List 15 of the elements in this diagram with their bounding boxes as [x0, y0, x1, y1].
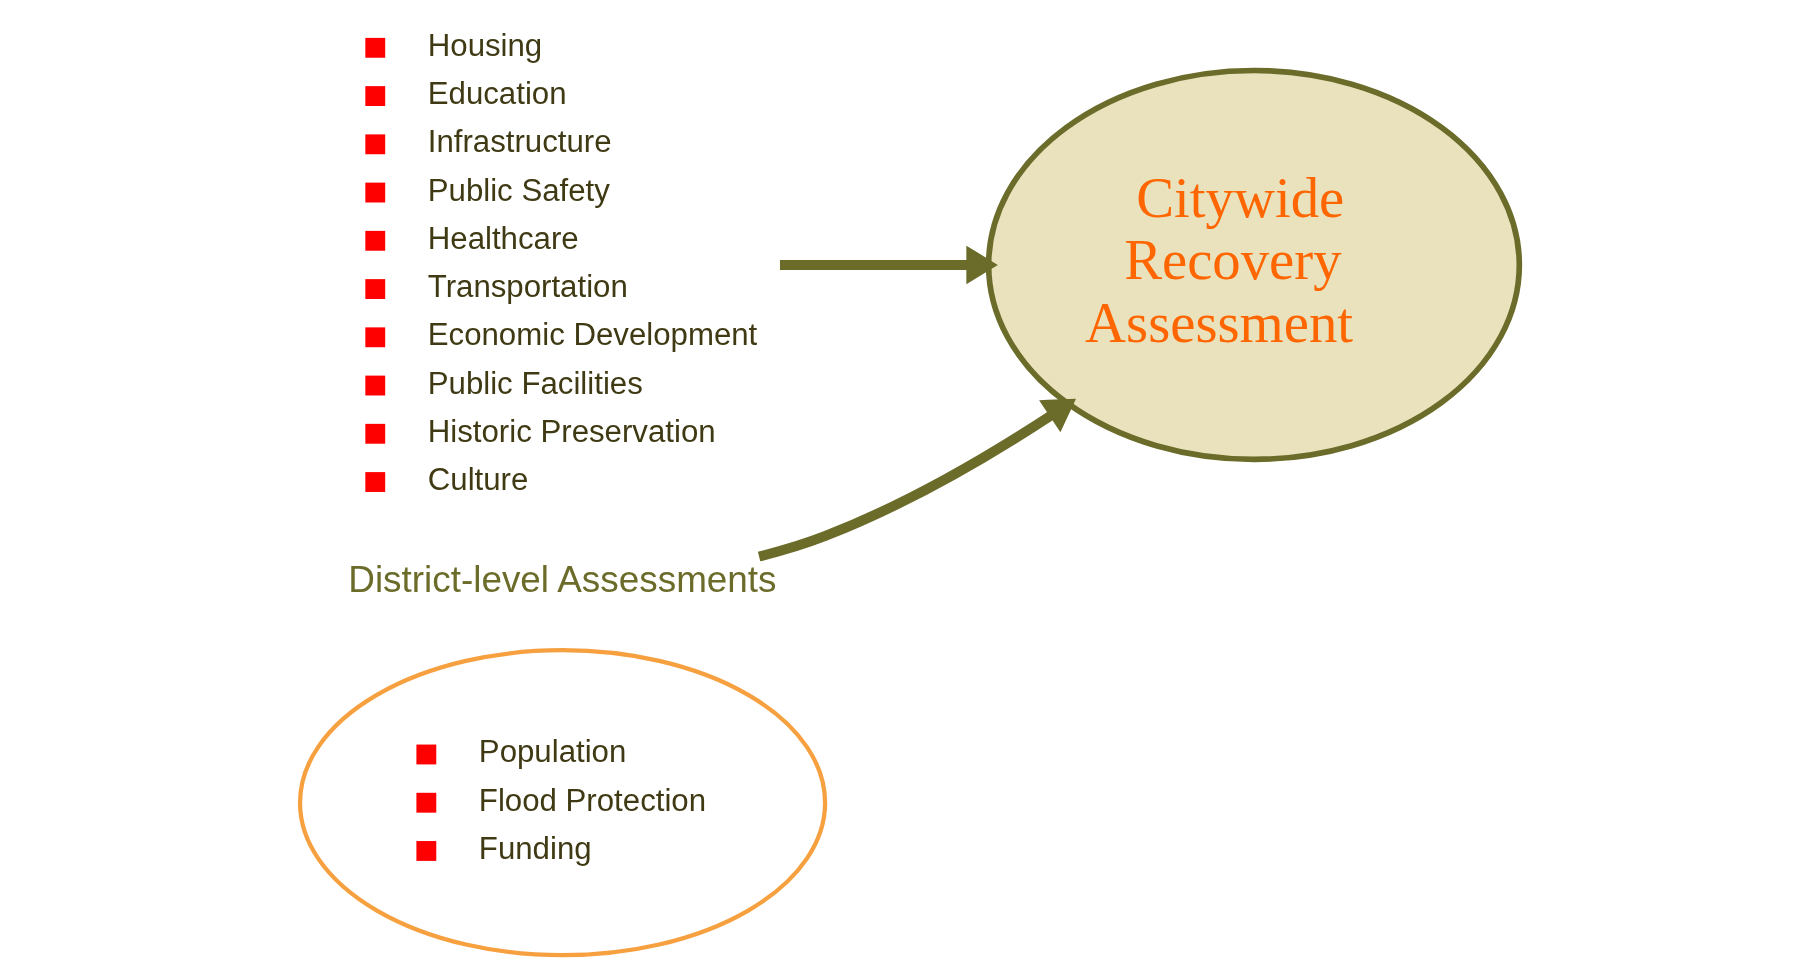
node-label: Culture [427, 461, 529, 497]
node-label: Transportation [427, 268, 628, 304]
node-label: Public Facilities [427, 365, 643, 401]
arrow [757, 398, 1076, 562]
node-label: Economic Development [427, 317, 758, 353]
node-label: Historic Preservation [427, 413, 716, 449]
node-label: Infrastructure [427, 124, 612, 160]
node-label: Housing [427, 27, 543, 63]
node-ellipse: Citywide Recovery Assessment [985, 67, 1523, 463]
node-text: District-level Assessments [348, 558, 777, 600]
node-label: Education [427, 76, 567, 112]
arrow [779, 245, 998, 285]
node-label: Public Safety [427, 172, 610, 208]
node-ellipse: Population Flood Protection Funding [297, 648, 828, 958]
node-label: Healthcare [427, 220, 579, 256]
